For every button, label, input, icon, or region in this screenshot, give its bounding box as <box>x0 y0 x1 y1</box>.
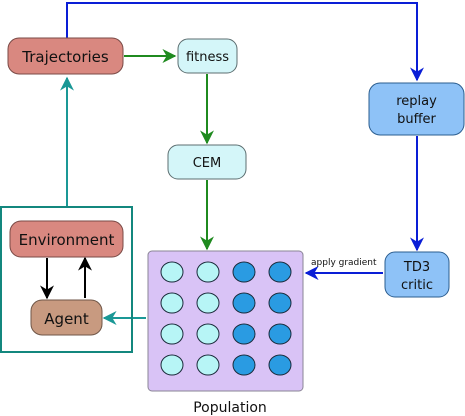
cem-label: CEM <box>193 156 222 171</box>
population-member-3-0 <box>160 354 184 376</box>
population-grid <box>160 261 292 376</box>
fitness-label: fitness <box>186 50 229 65</box>
population-member-0-1 <box>196 261 220 283</box>
population-member-0-0 <box>160 261 184 283</box>
environment-agent-frame <box>0 206 133 353</box>
apply-gradient-label: apply gradient <box>311 258 377 268</box>
population-box <box>147 250 304 392</box>
node-cem: CEM <box>167 144 247 180</box>
td3-critic-label-line2: critic <box>401 278 433 293</box>
edge-trajectories-to-replay-buffer <box>66 2 424 82</box>
trajectories-label: Trajectories <box>21 48 109 66</box>
population-member-1-2 <box>232 292 256 314</box>
population-label: Population <box>193 400 267 416</box>
population-member-2-0 <box>160 323 184 345</box>
node-trajectories: Trajectories <box>7 37 124 75</box>
population-member-2-3 <box>268 323 292 345</box>
population-member-3-2 <box>232 354 256 376</box>
replay-buffer-label-line1: replay <box>396 94 437 109</box>
replay-buffer-label-line2: buffer <box>397 112 436 127</box>
node-agent: Agent <box>30 299 103 336</box>
population-member-1-3 <box>268 292 292 314</box>
td3-critic-label-line1: TD3 <box>403 260 430 275</box>
population-member-2-2 <box>232 323 256 345</box>
node-replay-buffer: replay buffer <box>368 82 465 136</box>
population-member-3-1 <box>196 354 220 376</box>
agent-label: Agent <box>44 310 89 328</box>
population-member-2-1 <box>196 323 220 345</box>
node-environment: Environment <box>9 220 124 258</box>
population-member-3-3 <box>268 354 292 376</box>
population-member-1-0 <box>160 292 184 314</box>
node-td3-critic: TD3 critic <box>384 251 450 298</box>
population-member-0-3 <box>268 261 292 283</box>
population-member-1-1 <box>196 292 220 314</box>
population-member-0-2 <box>232 261 256 283</box>
environment-label: Environment <box>19 231 115 249</box>
node-population <box>147 250 304 392</box>
node-fitness: fitness <box>177 38 238 74</box>
